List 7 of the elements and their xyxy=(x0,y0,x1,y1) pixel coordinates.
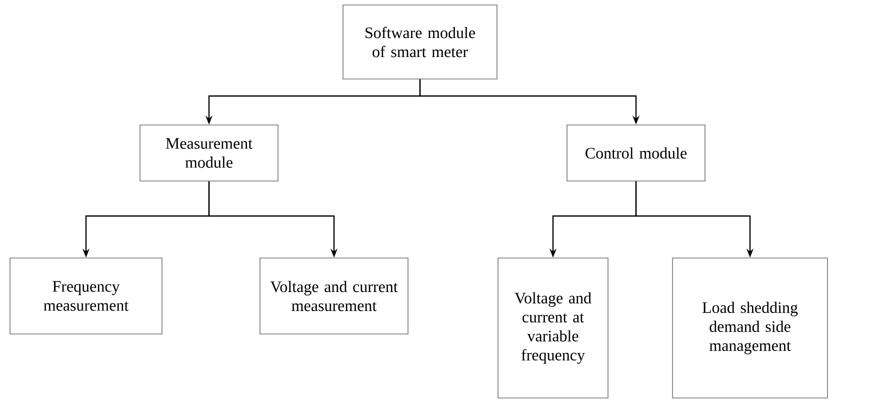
module-box: Voltage and current at variable frequency xyxy=(498,258,608,398)
module-box: Load shedding demand side management xyxy=(672,258,828,398)
module-box: Software module of smart meter xyxy=(342,4,498,80)
module-box: Voltage and current measurement xyxy=(260,258,408,334)
module-box: Control module xyxy=(566,124,706,182)
module-box: Measurement module xyxy=(140,124,278,182)
module-box: Frequency measurement xyxy=(10,258,162,334)
